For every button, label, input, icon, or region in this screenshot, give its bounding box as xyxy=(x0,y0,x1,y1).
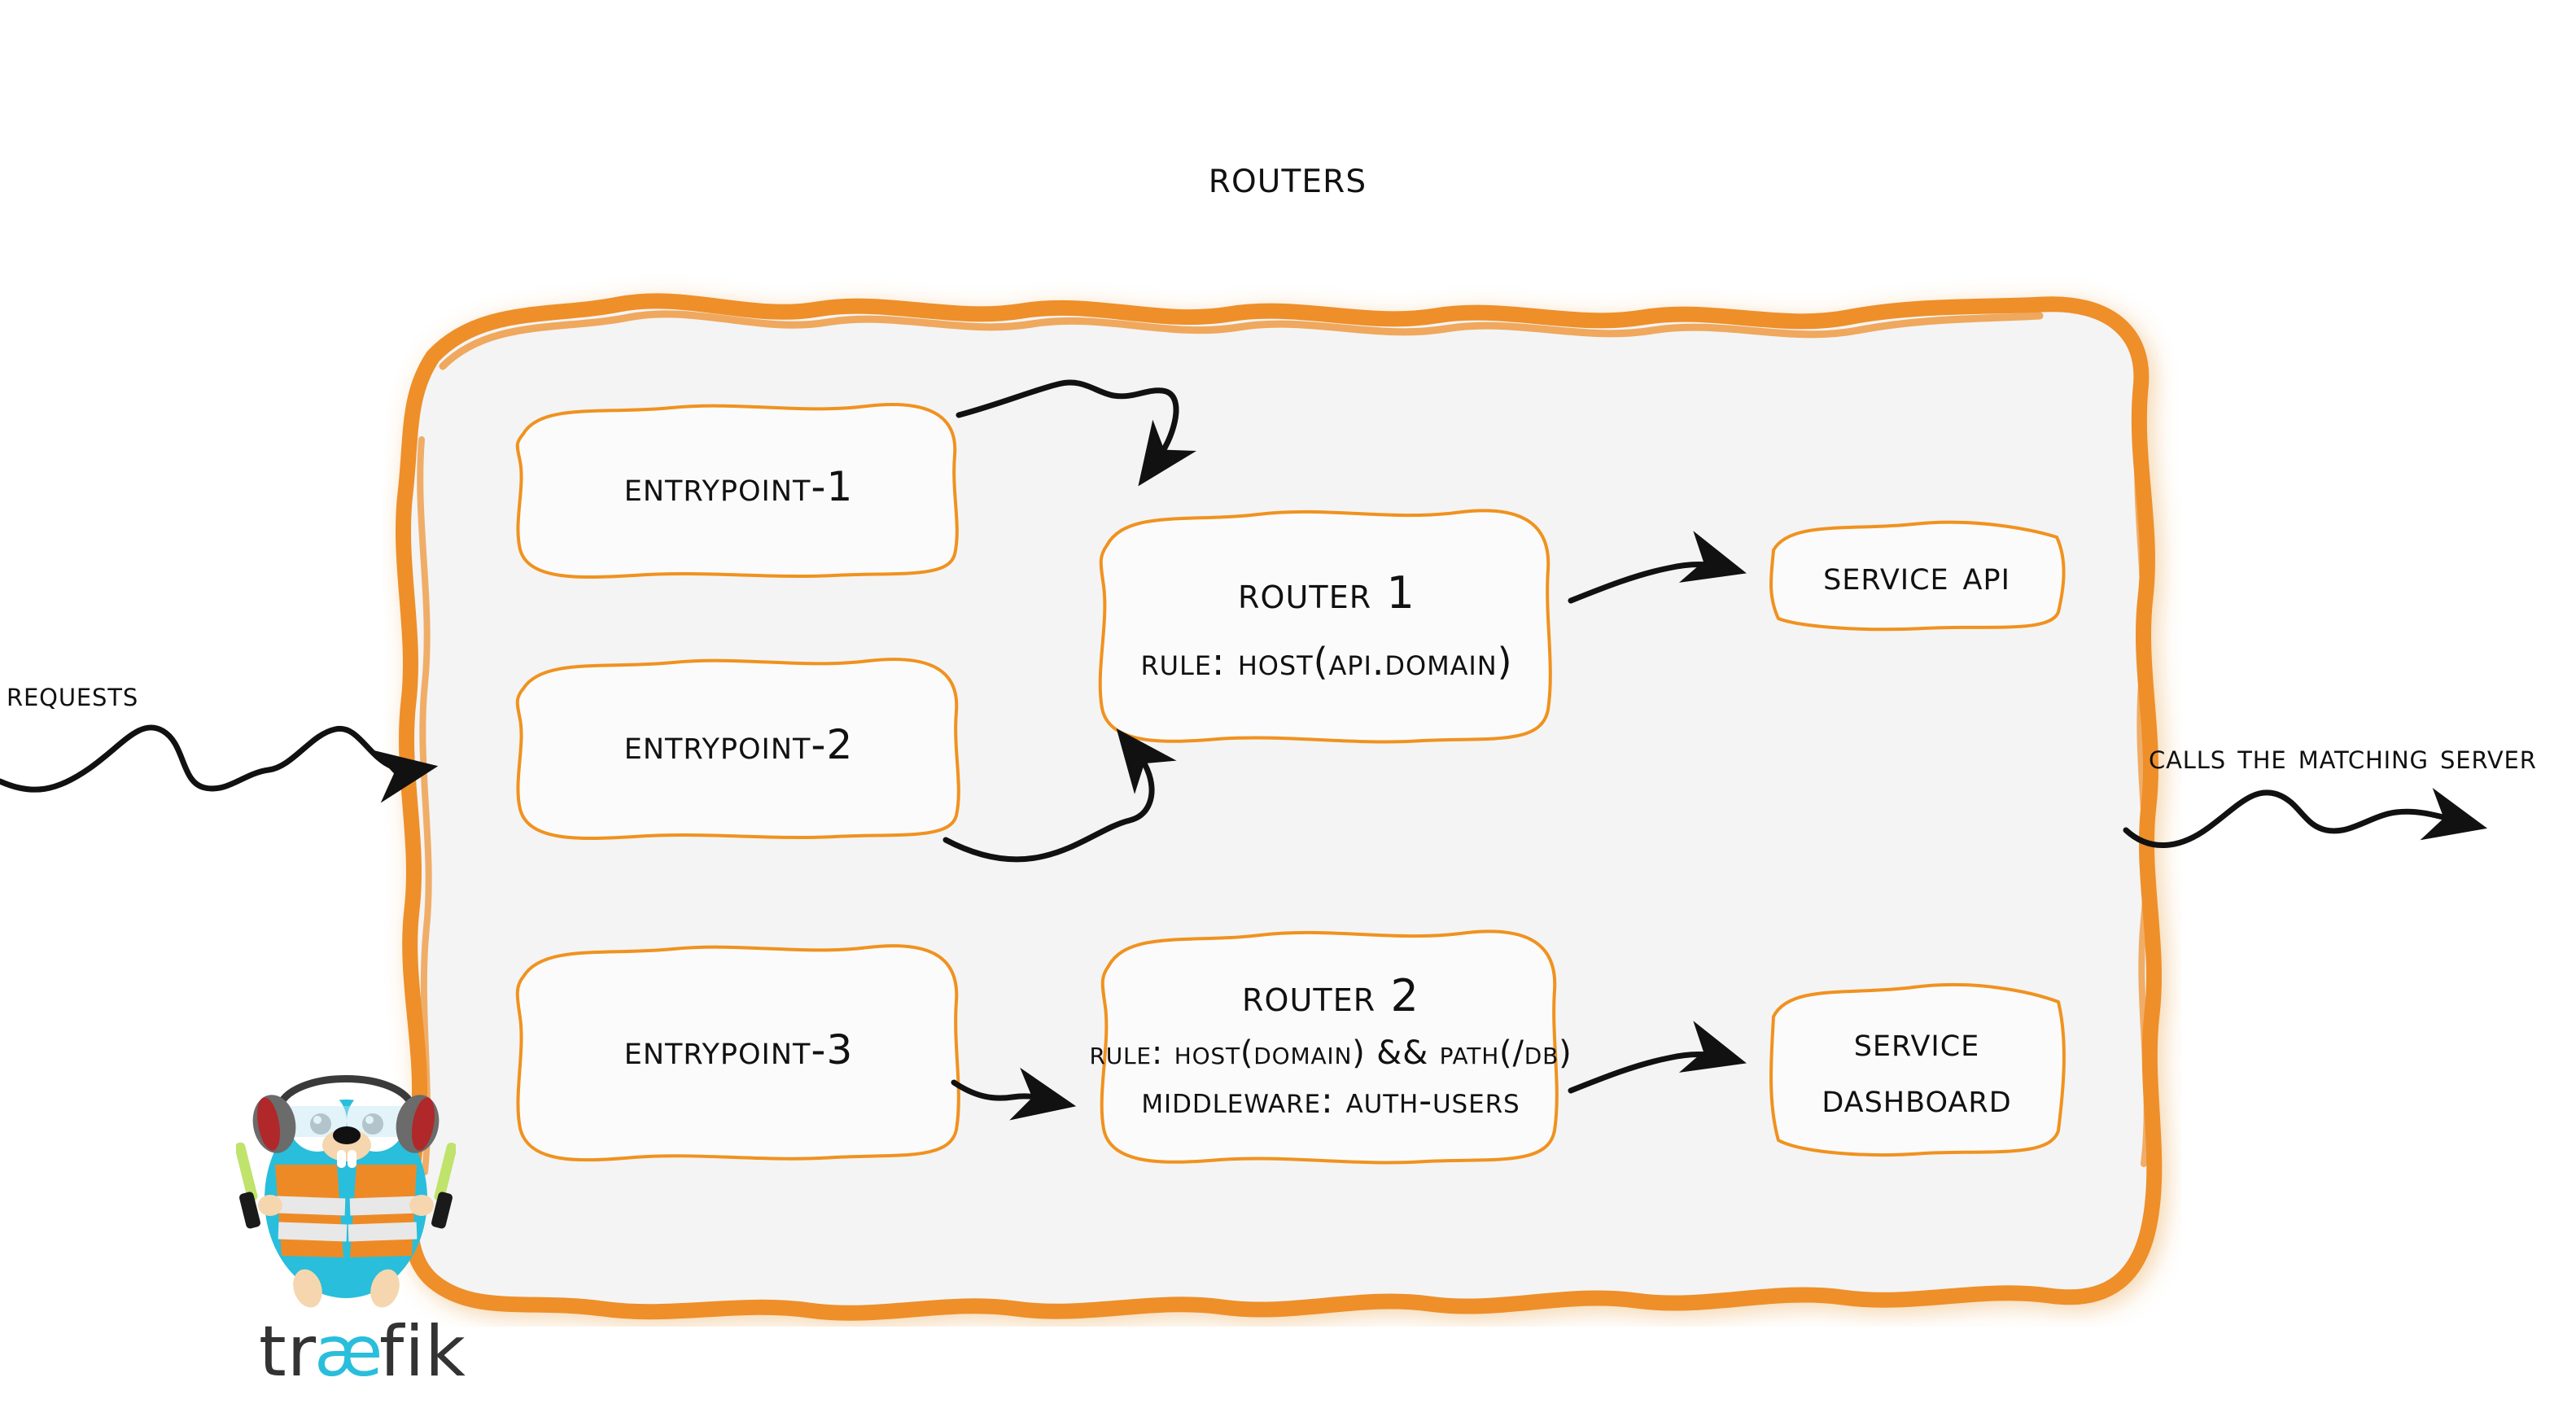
svg-text:tr: tr xyxy=(259,1311,317,1393)
service-dashboard-box[interactable]: Service Dashboard xyxy=(1762,973,2071,1168)
traefik-gopher-icon xyxy=(236,1054,456,1323)
page-title: Routers xyxy=(1208,151,1367,203)
entrypoint-3-box[interactable]: entrypoint-3 xyxy=(509,928,969,1172)
traefik-wordmark-icon: tr æ fik xyxy=(259,1310,495,1400)
service-api-box[interactable]: Service API xyxy=(1762,513,2071,639)
svg-text:æ: æ xyxy=(314,1311,383,1393)
svg-text:fik: fik xyxy=(379,1311,466,1393)
incoming-arrow-icon xyxy=(0,724,439,803)
incoming-requests-label: Requests xyxy=(7,674,139,714)
router-1-box[interactable]: Router 1 rule: Host(api.domain) xyxy=(1091,495,1563,755)
entrypoint-1-box[interactable]: entrypoint-1 xyxy=(509,387,969,586)
entrypoint-2-box[interactable]: entrypoint-2 xyxy=(509,643,969,846)
outgoing-calls-label: Calls the matching server xyxy=(2149,737,2537,776)
router-2-box[interactable]: Router 2 rule: Host(domain) && Path(/db)… xyxy=(1089,916,1572,1176)
